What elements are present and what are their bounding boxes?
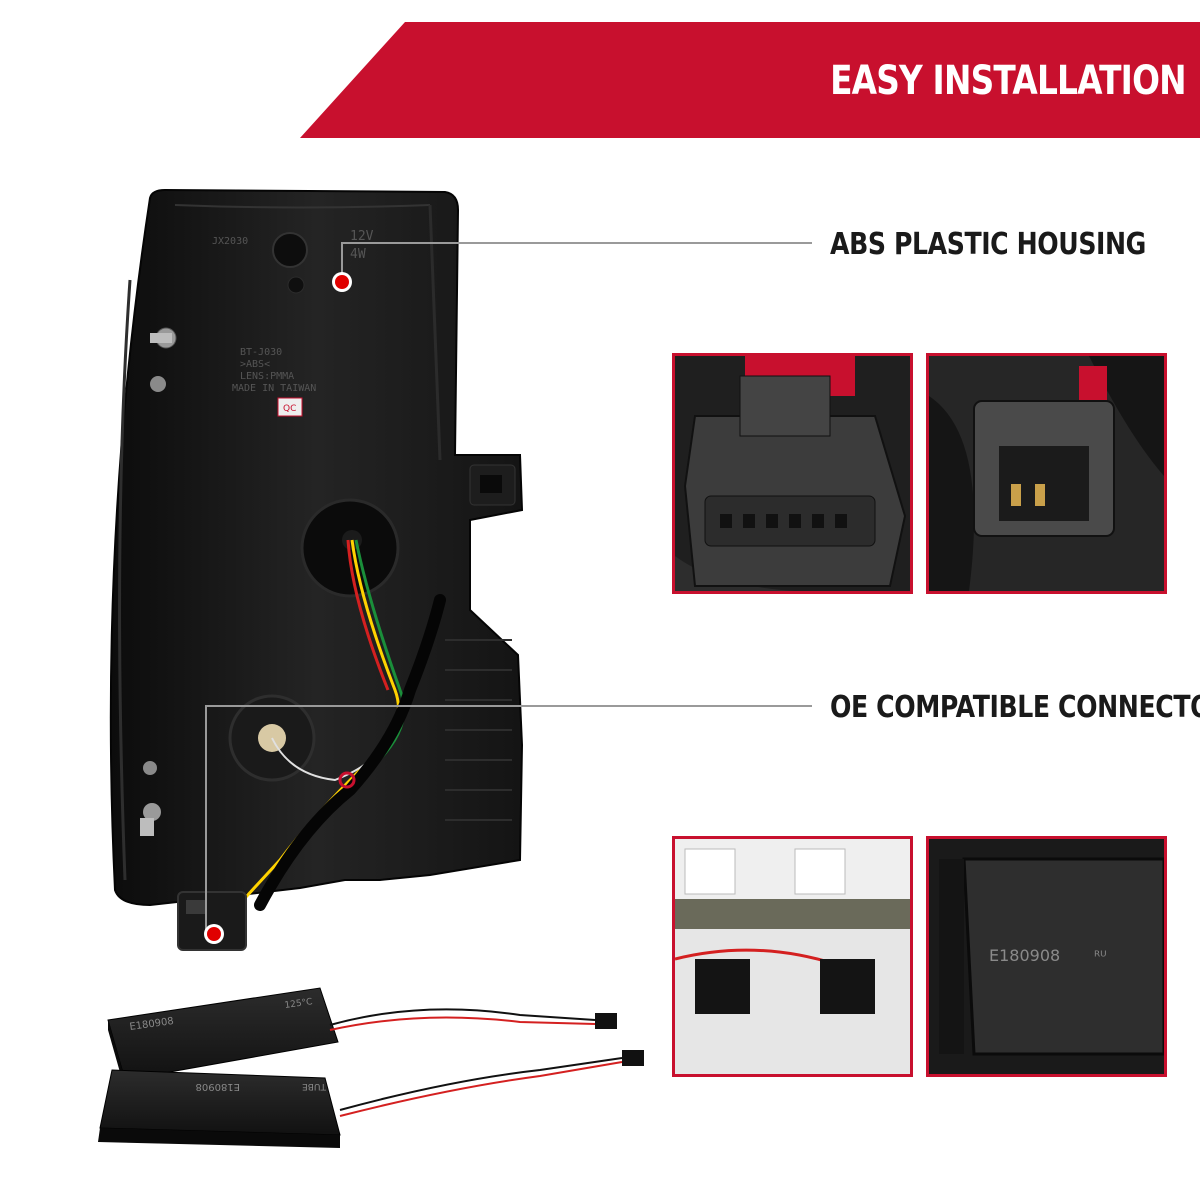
qc-sticker-text: QC <box>283 404 296 414</box>
resistor-closeup-code-text: E180908 <box>989 946 1060 965</box>
callout-housing-label: ABS PLASTIC HOUSING <box>830 227 1146 262</box>
tail-light-housing: BT-J030 >ABS< LENS:PMMA MADE IN TAIWAN 1… <box>109 188 524 951</box>
load-resistor-lower: E180908 TUBE <box>98 1050 644 1148</box>
callout-connector-leader <box>204 705 812 944</box>
callout-connector-label: OE COMPATIBLE CONNECTOR <box>830 690 1200 725</box>
housing-part-id-text: JX2030 <box>212 236 248 247</box>
housing-origin-text: MADE IN TAIWAN <box>232 383 316 394</box>
banner-title: EASY INSTALLATION <box>830 58 1187 104</box>
load-resistor-upper: E180908 125°C <box>107 987 617 1090</box>
resistor-upper-temp-text: 125°C <box>284 997 313 1011</box>
banner-background <box>300 22 1200 138</box>
photo-resistor-closeup: E180908 ᴿᵁ <box>926 836 1167 1077</box>
housing-lens-text: LENS:PMMA <box>240 371 294 382</box>
housing-wattage-text: 4W <box>350 247 366 262</box>
mounting-stud-lower <box>140 761 161 836</box>
photo-resistor-plugs <box>672 836 913 1077</box>
housing-code-text: BT-J030 <box>240 347 282 358</box>
housing-voltage-text: 12V <box>350 229 374 244</box>
callout-housing-leader <box>332 242 812 292</box>
mounting-stud-upper <box>150 327 177 392</box>
resistor-lower-code-text: E180908 <box>196 1081 241 1092</box>
photo-oe-connector-plug <box>926 353 1167 594</box>
resistor-lower-tube-text: TUBE <box>302 1081 327 1091</box>
housing-material-text: >ABS< <box>240 359 270 370</box>
photo-oe-connector-socket <box>672 353 913 594</box>
ul-icon: ᴿᵁ <box>1094 949 1107 965</box>
